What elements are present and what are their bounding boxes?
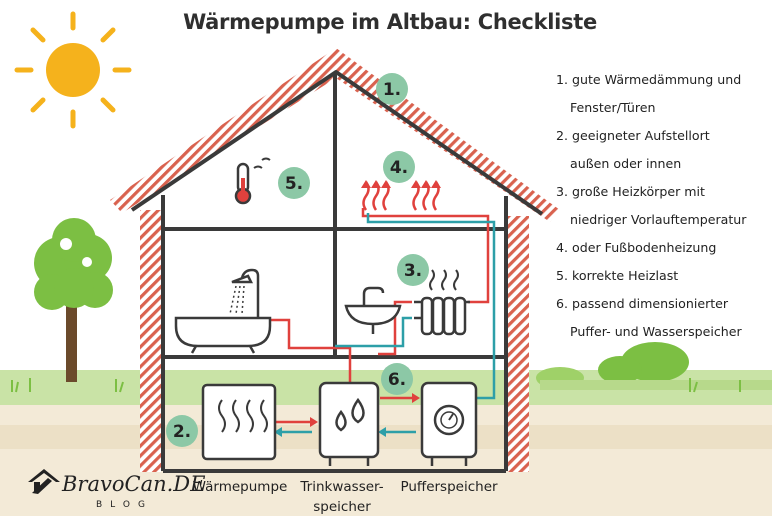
checklist-item: 5. korrekte Heizlast [556, 262, 768, 290]
badge-5-text: 5. [285, 174, 303, 194]
badge-4: 4. [383, 151, 415, 183]
drinking-water-label-line2: speicher [313, 499, 371, 515]
brand-subtitle: BLOG [96, 500, 153, 510]
checklist-item-line1: 5. korrekte Heizlast [556, 268, 679, 283]
wall-insulation-left [140, 210, 161, 472]
checklist-item: 1. gute Wärmedämmung und Fenster/Türen [556, 66, 768, 122]
sink-icon [344, 286, 402, 334]
buffer-tank [420, 381, 478, 466]
sun-icon [14, 11, 132, 129]
wall-insulation-right [508, 216, 529, 472]
badge-3: 3. [397, 254, 429, 286]
heatpump-label: Wärmepumpe [192, 479, 288, 495]
buffer-label: Pufferspeicher [400, 479, 498, 495]
badge-6: 6. [381, 363, 413, 395]
checklist-item: 3. große Heizkörper mit niedriger Vorlau… [556, 178, 768, 234]
heatpump-unit [201, 383, 277, 461]
badge-1: 1. [376, 73, 408, 105]
checklist-item-line1: 3. große Heizkörper mit [556, 184, 705, 199]
pipes [268, 208, 496, 400]
badge-4-text: 4. [390, 158, 408, 178]
drinking-water-label: Trinkwasser- speicher [292, 477, 392, 517]
flow-arrows [274, 393, 420, 437]
checklist: 1. gute Wärmedämmung und Fenster/Türen 2… [556, 66, 768, 346]
checklist-item-line1: 4. oder Fußbodenheizung [556, 240, 717, 255]
badge-2: 2. [166, 415, 198, 447]
house-logo-icon [28, 469, 60, 494]
drinking-water-tank [318, 381, 380, 466]
grass-icon [11, 378, 741, 393]
checklist-item-line1: 2. geeigneter Aufstellort [556, 128, 710, 143]
brand-logo[interactable]: BravoCan.DE BLOG [26, 462, 216, 512]
brand-name: BravoCan.DE [62, 472, 206, 496]
badge-6-text: 6. [388, 370, 406, 390]
floor-heating-icon [361, 180, 441, 211]
house-frame [130, 70, 544, 473]
badge-3-text: 3. [404, 261, 422, 281]
tree-icon [34, 218, 113, 382]
page-title: Wärmepumpe im Altbau: Checkliste [183, 10, 597, 34]
thermometer-icon [234, 157, 271, 205]
radiator-icon [414, 269, 470, 336]
checklist-item-line1: 6. passend dimensionierter [556, 296, 729, 311]
drinking-water-label-line1: Trinkwasser- [300, 479, 384, 495]
checklist-item: 4. oder Fußbodenheizung [556, 234, 768, 262]
checklist-item-line2: Fenster/Türen [570, 100, 656, 115]
badge-5: 5. [278, 167, 310, 199]
badge-2-text: 2. [173, 422, 191, 442]
bathtub-icon [174, 268, 272, 354]
checklist-item: 2. geeigneter Aufstellort außen oder inn… [556, 122, 768, 178]
badge-1-text: 1. [383, 80, 401, 100]
bush-icon [536, 342, 772, 390]
checklist-item: 6. passend dimensionierter Puffer- und W… [556, 290, 768, 346]
checklist-item-line2: außen oder innen [570, 156, 682, 171]
checklist-item-line1: 1. gute Wärmedämmung und [556, 72, 742, 87]
checklist-item-line2: niedriger Vorlauftemperatur [570, 212, 747, 227]
checklist-item-line2: Puffer- und Wasserspeicher [570, 324, 742, 339]
